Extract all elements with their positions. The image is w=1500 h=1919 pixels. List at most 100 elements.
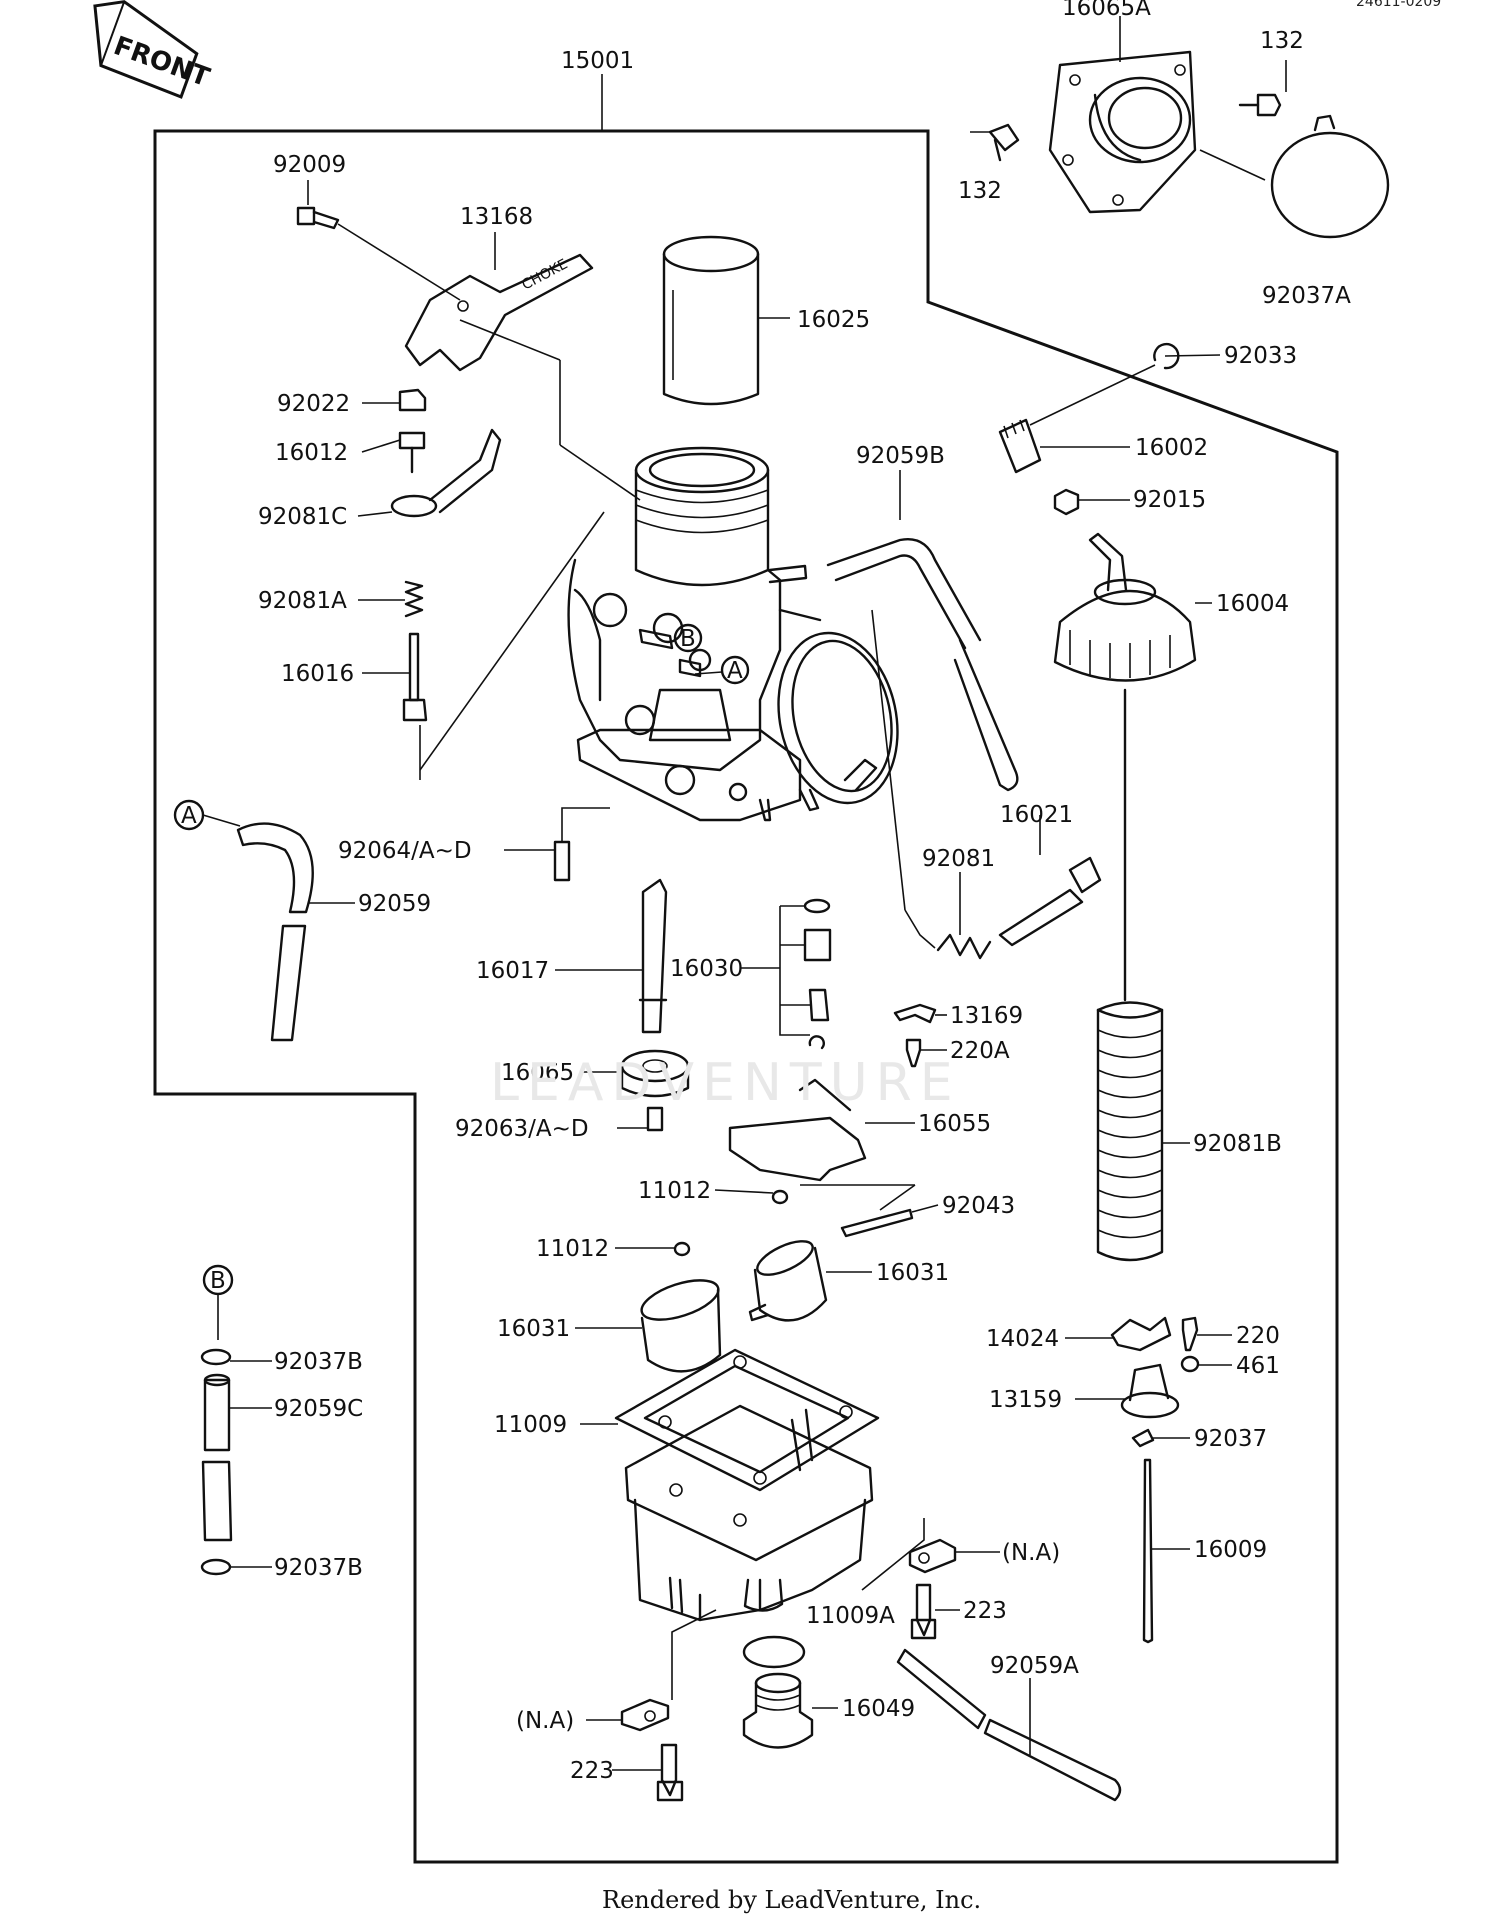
oring-11009A-illustration bbox=[742, 1635, 806, 1669]
screw-223-right-illustration bbox=[910, 1583, 937, 1640]
float-16031-left-illustration bbox=[640, 1279, 722, 1373]
spring-92081A-illustration bbox=[404, 580, 424, 618]
needle-jet-16017-illustration bbox=[638, 878, 668, 1034]
jet-92063-illustration bbox=[646, 1106, 664, 1132]
screw-220-illustration bbox=[1181, 1316, 1199, 1352]
throttle-valve-illustration bbox=[662, 235, 760, 406]
washer-16065-illustration bbox=[620, 1049, 690, 1098]
pin-92043-illustration bbox=[840, 1208, 914, 1238]
svg-text:B: B bbox=[210, 1268, 226, 1294]
clip-92037B-bottom-illustration bbox=[200, 1558, 232, 1576]
float-bowl-illustration bbox=[624, 1404, 874, 1622]
callout-na-right: (N.A) bbox=[1002, 1540, 1060, 1566]
callout-14024: 14024 bbox=[986, 1326, 1059, 1352]
hose-92059A-illustration bbox=[896, 1648, 1122, 1802]
float-16031-right-illustration bbox=[748, 1240, 828, 1322]
footer-credit: Rendered by LeadVenture, Inc. bbox=[602, 1886, 981, 1914]
callout-92081: 92081 bbox=[922, 846, 995, 872]
callout-132-left: 132 bbox=[958, 178, 1002, 204]
callout-92037B-bottom: 92037B bbox=[274, 1555, 363, 1581]
callout-220: 220 bbox=[1236, 1323, 1280, 1349]
callout-11012-lower: 11012 bbox=[536, 1236, 609, 1262]
callout-92037B-top: 92037B bbox=[274, 1349, 363, 1375]
screw-16012-illustration bbox=[398, 431, 426, 474]
washer-461-illustration bbox=[1180, 1355, 1200, 1373]
callout-16031-left: 16031 bbox=[497, 1316, 570, 1342]
assembly-boundary bbox=[153, 129, 1339, 1864]
carburetor-body-illustration bbox=[567, 446, 899, 822]
callout-92081B: 92081B bbox=[1193, 1131, 1282, 1157]
callout-16065A: 16065A bbox=[1062, 0, 1151, 21]
callout-92059A: 92059A bbox=[990, 1653, 1079, 1679]
callout-461: 461 bbox=[1236, 1353, 1280, 1379]
retainer-13159-illustration bbox=[1120, 1363, 1180, 1419]
callout-92081C: 92081C bbox=[258, 504, 347, 530]
needle-parts-16030-illustration bbox=[803, 898, 832, 1050]
pin-11012b-illustration bbox=[673, 1241, 691, 1257]
plug-16049-illustration bbox=[742, 1672, 814, 1749]
reference-marker-A: A bbox=[694, 655, 750, 685]
hose-92059-illustration bbox=[236, 822, 314, 1042]
callout-16021: 16021 bbox=[1000, 802, 1073, 828]
callout-92059C: 92059C bbox=[274, 1396, 363, 1422]
callout-11009: 11009 bbox=[494, 1412, 567, 1438]
callout-92037A: 92037A bbox=[1262, 283, 1351, 309]
clip-13169-illustration bbox=[893, 1003, 937, 1024]
callout-92043: 92043 bbox=[942, 1193, 1015, 1219]
callout-92037: 92037 bbox=[1194, 1426, 1267, 1452]
screw-220A-illustration bbox=[905, 1038, 922, 1068]
float-arm-16055-illustration bbox=[728, 1078, 867, 1182]
idle-screw-16021-illustration bbox=[998, 856, 1102, 947]
callout-220A: 220A bbox=[950, 1038, 1010, 1064]
clip-92037-illustration bbox=[1131, 1428, 1155, 1448]
callout-223-left: 223 bbox=[570, 1758, 614, 1784]
callout-92081A: 92081A bbox=[258, 588, 347, 614]
spring-92081-illustration bbox=[936, 933, 992, 960]
callout-92059B: 92059B bbox=[856, 443, 945, 469]
callout-13168: 13168 bbox=[460, 204, 533, 230]
screw-223-left-illustration bbox=[656, 1743, 684, 1802]
cap-92022-illustration bbox=[398, 388, 427, 412]
screw-92009-illustration bbox=[296, 206, 340, 230]
choke-lever-illustration: CHOKE bbox=[404, 253, 594, 372]
reference-marker-B-left: B bbox=[202, 1264, 234, 1340]
callout-11009A: 11009A bbox=[806, 1603, 895, 1629]
callout-labels: 15001 16065A 132 132 92037A 92009 13168 … bbox=[258, 0, 1351, 1784]
callout-16009: 16009 bbox=[1194, 1537, 1267, 1563]
adjuster-16002-illustration bbox=[998, 418, 1042, 474]
callout-16002: 16002 bbox=[1135, 435, 1208, 461]
callout-16025: 16025 bbox=[797, 307, 870, 333]
hose-92059C-illustration bbox=[201, 1373, 233, 1542]
callout-92022: 92022 bbox=[277, 391, 350, 417]
callout-11012-upper: 11012 bbox=[638, 1178, 711, 1204]
callout-13159: 13159 bbox=[989, 1387, 1062, 1413]
spring-92081B-illustration bbox=[1096, 688, 1164, 1262]
callout-92009: 92009 bbox=[273, 152, 346, 178]
reference-marker-A-left: A bbox=[173, 799, 241, 831]
callout-15001: 15001 bbox=[561, 48, 634, 74]
bracket-na-right-illustration bbox=[908, 1538, 957, 1574]
callout-16030: 16030 bbox=[670, 956, 743, 982]
callout-16055: 16055 bbox=[918, 1111, 991, 1137]
jet-92064-illustration bbox=[553, 840, 571, 882]
callout-132-right: 132 bbox=[1260, 28, 1304, 54]
callout-223-right: 223 bbox=[963, 1598, 1007, 1624]
clamp-92037A-illustration bbox=[1270, 114, 1390, 239]
intake-manifold-illustration bbox=[1048, 50, 1197, 214]
drawing-code: 24611-0209 bbox=[1356, 0, 1441, 10]
watermark: LEADVENTURE bbox=[490, 1053, 961, 1113]
callout-16012: 16012 bbox=[275, 440, 348, 466]
bracket-na-left-illustration bbox=[620, 1698, 670, 1732]
callout-13169: 13169 bbox=[950, 1003, 1023, 1029]
svg-text:A: A bbox=[181, 803, 197, 829]
reference-marker-B: B bbox=[673, 623, 703, 653]
front-arrow: FRONT bbox=[93, 0, 214, 99]
callout-16049: 16049 bbox=[842, 1696, 915, 1722]
leader-lines bbox=[229, 16, 1287, 1771]
clip-92037B-top-illustration bbox=[200, 1348, 232, 1366]
callout-na-left: (N.A) bbox=[516, 1708, 574, 1734]
jet-needle-16009-illustration bbox=[1142, 1458, 1154, 1644]
pin-11012-illustration bbox=[771, 1189, 789, 1205]
hose-92059B-illustration bbox=[826, 538, 1019, 792]
